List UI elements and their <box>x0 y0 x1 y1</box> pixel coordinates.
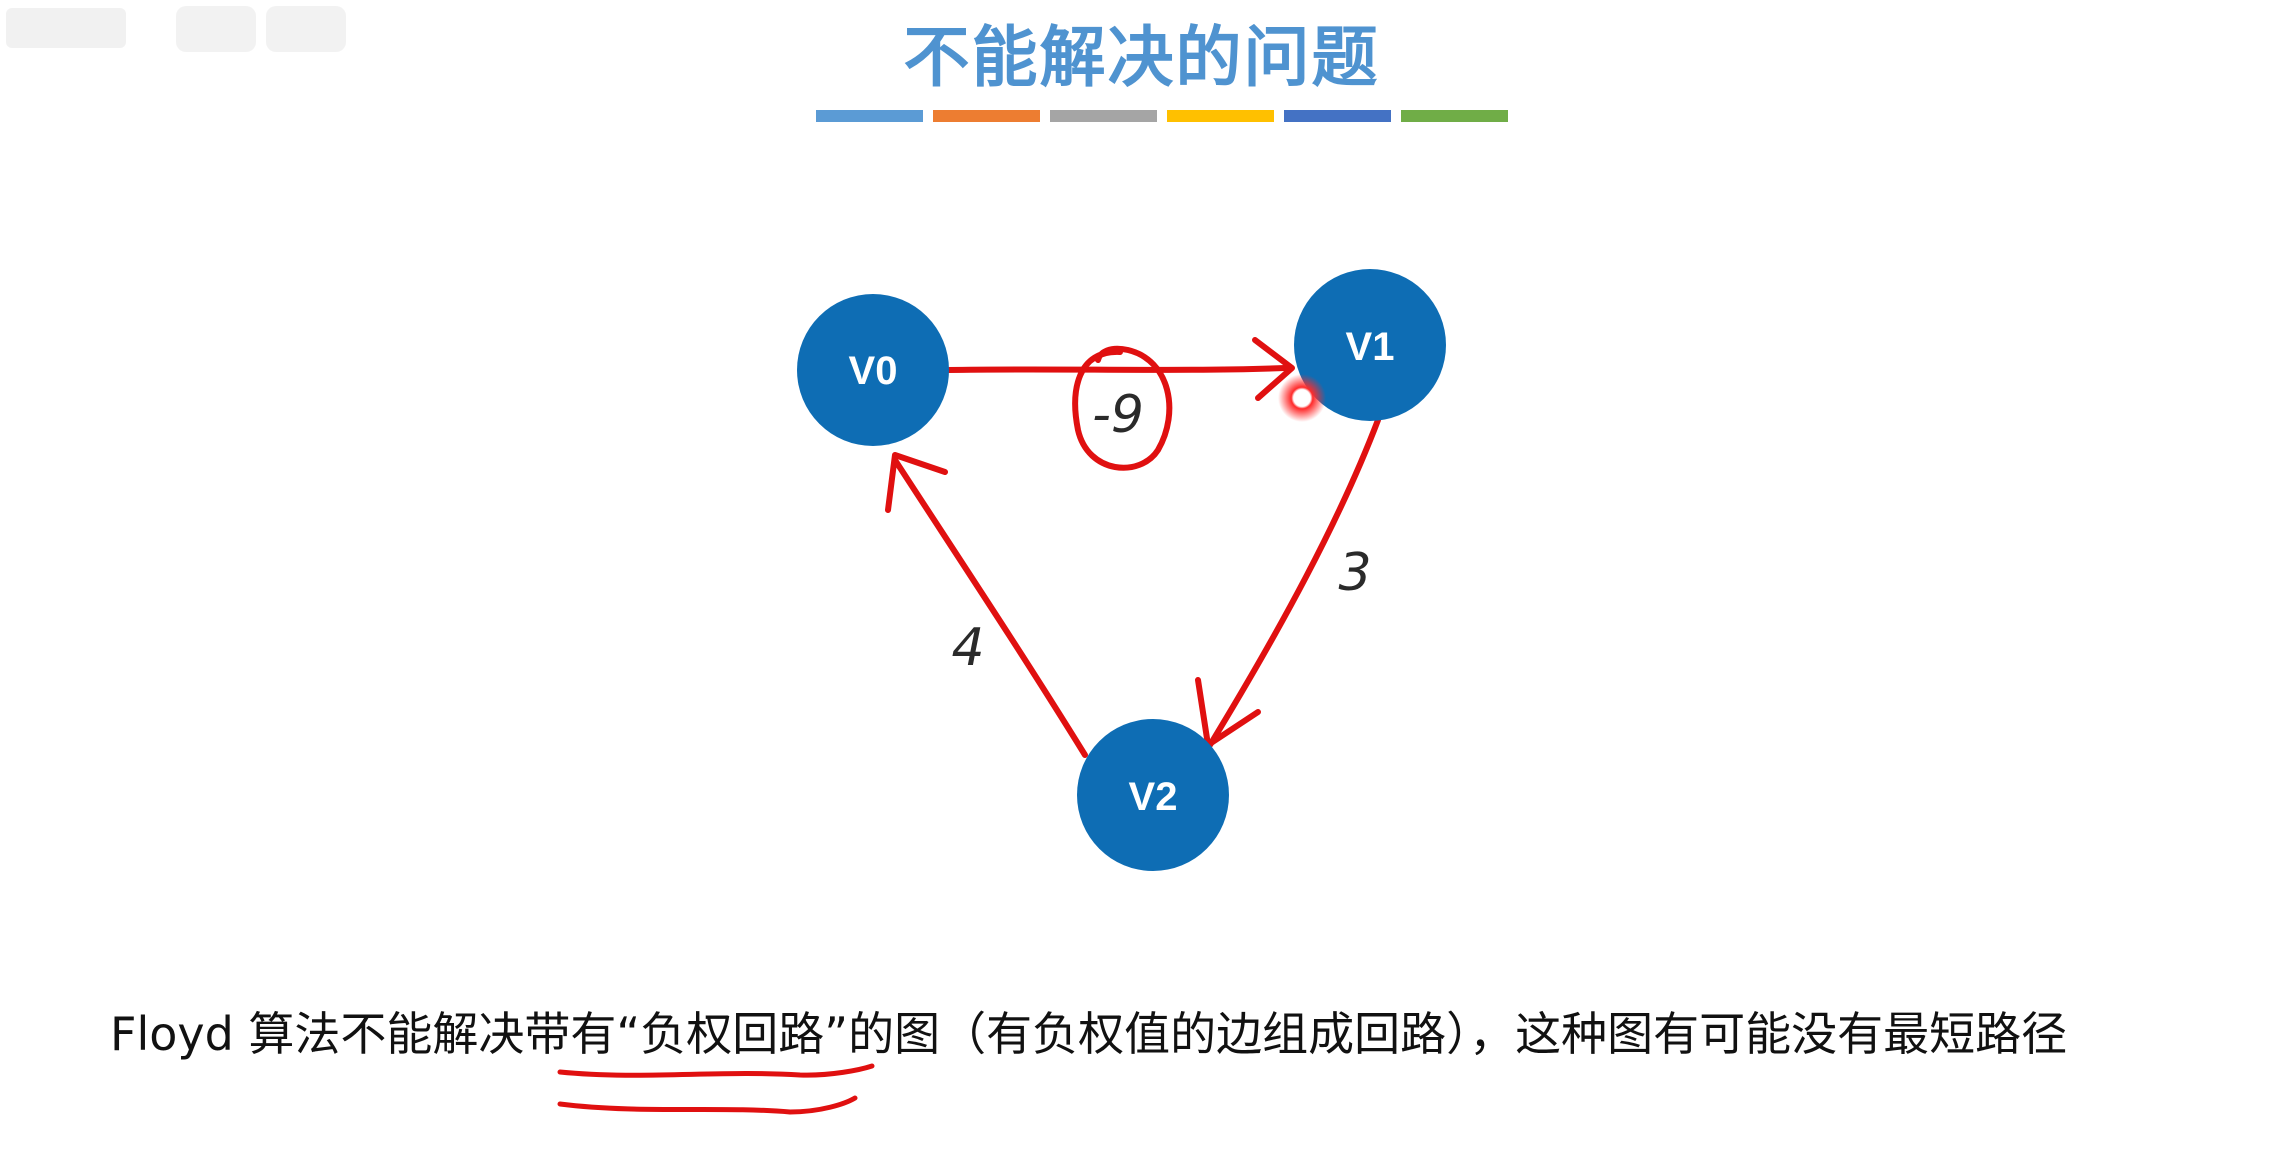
color-bar-segment <box>1401 110 1508 122</box>
color-bar-segment <box>933 110 1040 122</box>
edge-v2-v0-arrowhead <box>885 452 948 513</box>
node-v0: V0 <box>797 294 949 446</box>
node-v1-circle <box>1294 269 1446 421</box>
node-v0-label: V0 <box>849 349 898 393</box>
edge-v2-v0 <box>885 452 1088 758</box>
edge-v0-v1-weight: -9 <box>1092 385 1144 445</box>
color-bar-segment <box>1167 110 1274 122</box>
edge-v0-v1-arrowhead <box>1252 337 1295 401</box>
watermark-logo <box>6 6 346 52</box>
caption-text: Floyd 算法不能解决带有“负权回路”的图（有负权值的边组成回路），这种图有可… <box>110 1007 2068 1061</box>
title-color-bar <box>816 110 1508 124</box>
node-v1-label: V1 <box>1346 325 1395 369</box>
node-v2-label: V2 <box>1129 775 1178 819</box>
edge-v2-v0-line <box>892 457 1088 758</box>
node-v1: V1 <box>1294 269 1446 421</box>
edge-v1-v2-line <box>1207 417 1381 748</box>
node-v0-circle <box>797 294 949 446</box>
color-bar-segment <box>1284 110 1391 122</box>
annotation-circle <box>1072 345 1173 471</box>
page-title: 不能解决的问题 <box>903 19 1380 96</box>
color-bar-segment <box>1050 110 1157 122</box>
annotation-underline-2 <box>557 1095 858 1115</box>
node-v2-circle <box>1077 719 1229 871</box>
annotation-underline-1 <box>557 1063 875 1078</box>
laser-pointer-dot <box>1278 374 1326 422</box>
edge-v0-v1-line <box>945 365 1288 373</box>
edge-v0-v1 <box>945 337 1295 401</box>
edge-v2-v0-weight: 4 <box>951 618 984 678</box>
node-v2: V2 <box>1077 719 1229 871</box>
edge-v1-v2-weight: 3 <box>1338 543 1371 603</box>
color-bar-segment <box>816 110 923 122</box>
